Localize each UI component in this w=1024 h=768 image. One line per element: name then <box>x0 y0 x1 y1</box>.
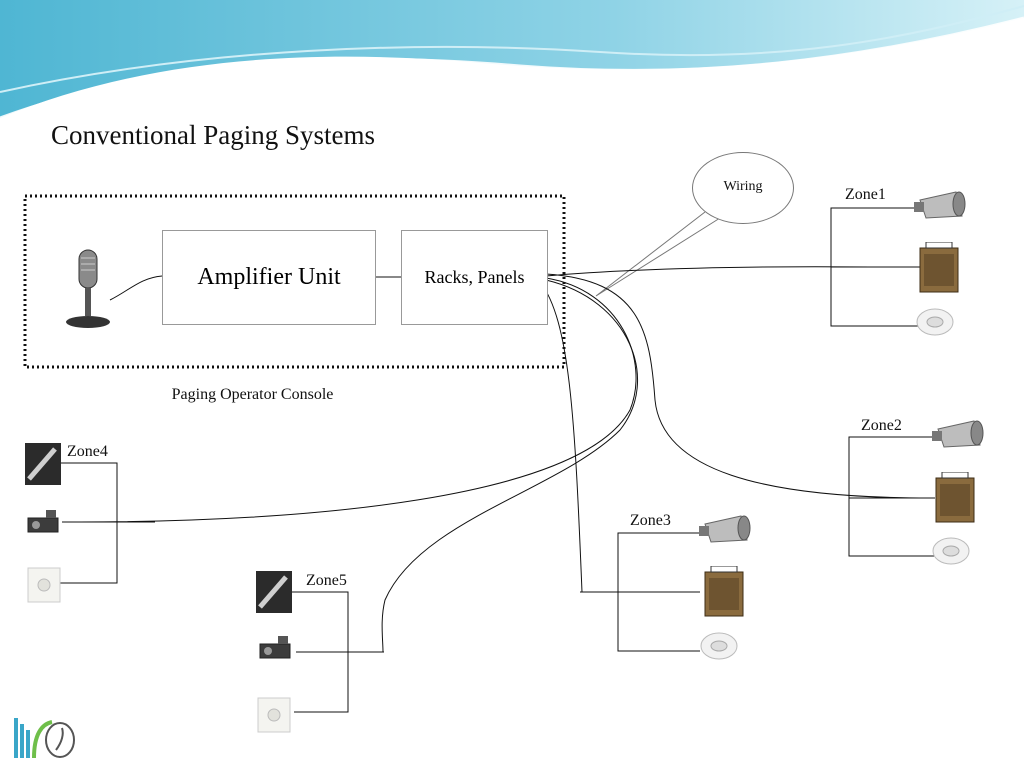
box-speaker-icon <box>935 472 975 523</box>
console-label: Paging Operator Console <box>171 386 334 403</box>
zone1-label: Zone1 <box>845 186 886 203</box>
zone3-label: Zone3 <box>630 512 671 529</box>
racks-label: Racks, Panels <box>424 267 525 287</box>
horn-speaker-icon <box>699 515 751 543</box>
microphone-icon <box>66 249 110 328</box>
ceiling-speaker-icon <box>700 632 738 660</box>
racks-panels: Racks, Panels <box>401 230 548 325</box>
ceiling-tile-speaker-icon <box>256 571 292 613</box>
ceiling-speaker-icon <box>916 308 954 336</box>
wall-speaker-icon <box>27 567 61 603</box>
ceiling-tile-speaker-icon <box>25 443 61 485</box>
zone5-label: Zone5 <box>306 572 347 589</box>
horn-speaker-icon <box>932 420 984 448</box>
zone2-label: Zone2 <box>861 417 902 434</box>
header-banner <box>0 0 1024 118</box>
horn-speaker-icon <box>914 191 966 219</box>
wall-speaker-icon <box>257 697 291 733</box>
projector-speaker-icon <box>259 636 291 659</box>
page-title: Conventional Paging Systems <box>51 120 375 150</box>
ceiling-speaker-icon <box>932 537 970 565</box>
amplifier-unit: Amplifier Unit <box>162 230 376 325</box>
zone4-label: Zone4 <box>67 443 108 460</box>
company-logo <box>14 718 75 759</box>
projector-speaker-icon <box>27 510 59 533</box>
box-speaker-icon <box>704 566 744 617</box>
wiring-label: Wiring <box>723 179 763 194</box>
box-speaker-icon <box>919 242 959 293</box>
amplifier-label: Amplifier Unit <box>197 264 341 290</box>
wiring-bubble: Wiring <box>692 152 794 224</box>
